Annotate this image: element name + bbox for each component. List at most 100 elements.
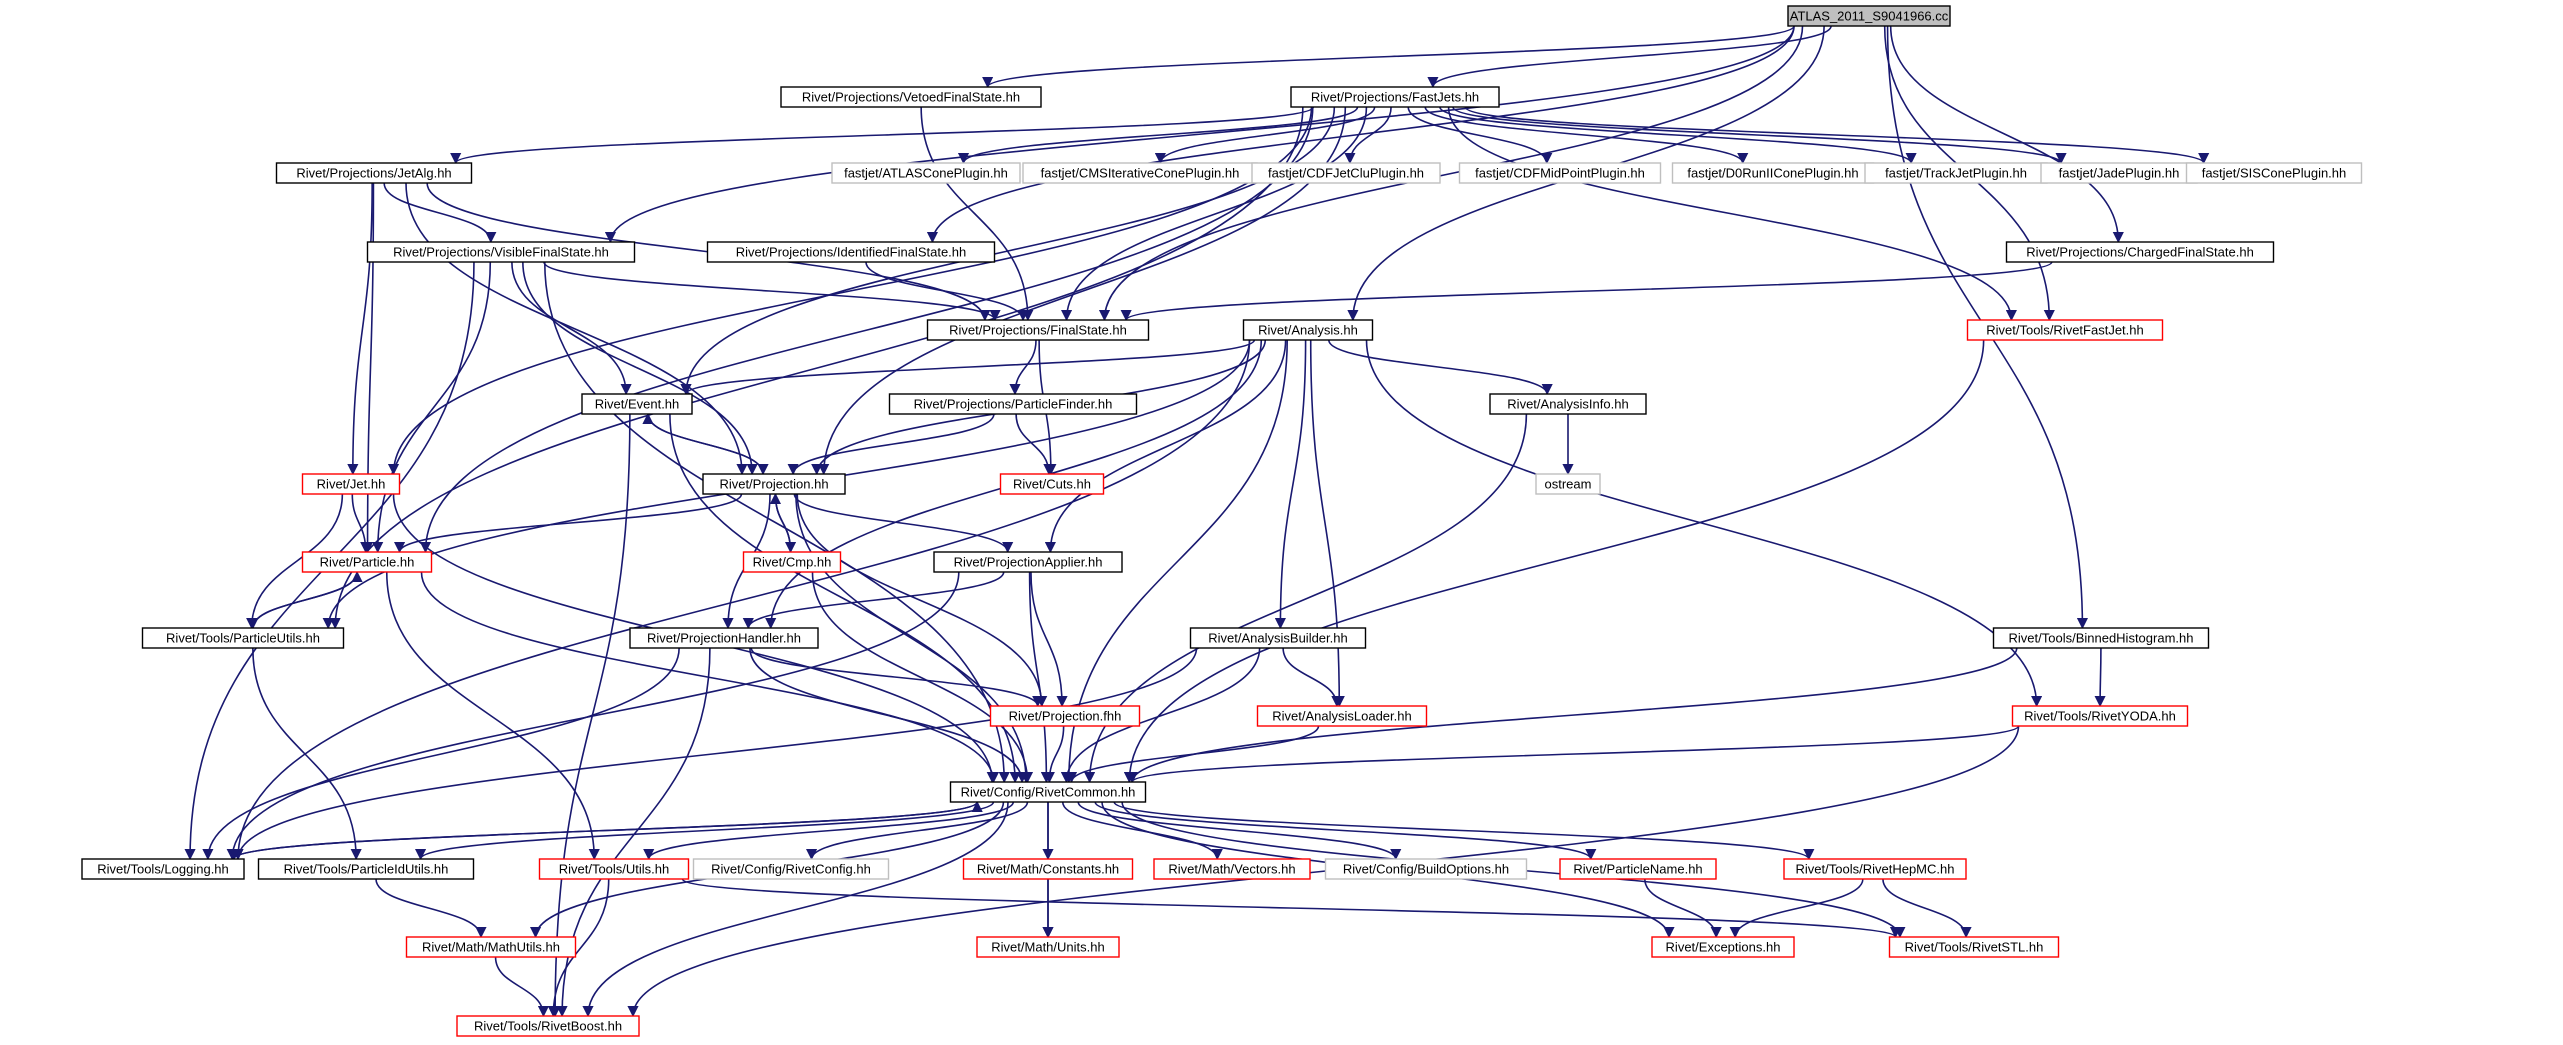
node-analysis[interactable]: Rivet/Analysis.hh — [1242, 319, 1374, 341]
node-rivetfastjet[interactable]: Rivet/Tools/RivetFastJet.hh — [1966, 319, 2164, 341]
node-jetalg[interactable]: Rivet/Projections/JetAlg.hh — [275, 162, 473, 184]
node-box — [2011, 705, 2189, 727]
node-fj_cms[interactable]: fastjet/CMSIterativeConePlugin.hh — [1022, 162, 1258, 184]
node-mathutils[interactable]: Rivet/Math/MathUtils.hh — [405, 936, 577, 958]
node-charged[interactable]: Rivet/Projections/ChargedFinalState.hh — [2005, 241, 2275, 263]
node-particle[interactable]: Rivet/Particle.hh — [301, 551, 433, 573]
edge-projfhh-to-rivetcommon — [1043, 725, 1065, 784]
node-label: Rivet/Particle.hh — [320, 555, 415, 570]
edge-analysisbuilder-to-rivetcommon — [1060, 647, 1261, 784]
edge-analysis-to-logging — [232, 339, 1251, 861]
node-fj_jade[interactable]: fastjet/JadePlugin.hh — [2040, 162, 2198, 184]
edge-fastjets-to-fj_track — [1439, 106, 1917, 165]
edge-fastjets-to-fj_cdfjet — [1344, 106, 1392, 165]
node-label: Rivet/Tools/BinnedHistogram.hh — [2009, 631, 2194, 646]
node-buildoptions[interactable]: Rivet/Config/BuildOptions.hh — [1324, 858, 1528, 880]
edge-analysis-to-projapplier — [1044, 339, 1287, 554]
node-label: Rivet/Cmp.hh — [753, 555, 832, 570]
node-label: fastjet/SISConePlugin.hh — [2202, 166, 2347, 181]
node-fj_atlas[interactable]: fastjet/ATLASConePlugin.hh — [831, 162, 1021, 184]
node-particlefinder[interactable]: Rivet/Projections/ParticleFinder.hh — [888, 393, 1138, 415]
node-rivetconfig[interactable]: Rivet/Config/RivetConfig.hh — [692, 858, 890, 880]
node-particleutils[interactable]: Rivet/Tools/ParticleUtils.hh — [141, 627, 345, 649]
node-rivethepmc[interactable]: Rivet/Tools/RivetHepMC.hh — [1783, 858, 1967, 880]
node-vectors[interactable]: Rivet/Math/Vectors.hh — [1153, 858, 1311, 880]
edge-particleutils-to-particle — [252, 570, 363, 629]
node-box — [888, 393, 1138, 415]
edge-atlas-to-vetoed — [982, 25, 1795, 89]
node-label: Rivet/Tools/RivetSTL.hh — [1905, 940, 2044, 955]
node-analysisinfo[interactable]: Rivet/AnalysisInfo.hh — [1489, 393, 1647, 415]
edge-analysisbuilder-to-logging — [232, 647, 1198, 861]
edge-rivetcommon-to-rivetboost — [582, 801, 1009, 1018]
node-rivetboost[interactable]: Rivet/Tools/RivetBoost.hh — [456, 1015, 640, 1037]
edge-visible-to-rivetcommon — [543, 261, 1010, 784]
node-particleidutils[interactable]: Rivet/Tools/ParticleIdUtils.hh — [257, 858, 475, 880]
edge-utils-to-rivetboost — [547, 878, 610, 1018]
edge-jetalg-to-jet — [347, 182, 373, 476]
node-atlas[interactable]: ATLAS_2011_S9041966.cc — [1787, 5, 1951, 27]
node-projection[interactable]: Rivet/Projection.hh — [702, 473, 846, 495]
edge-particlefinder-to-projection — [787, 413, 995, 476]
node-jet[interactable]: Rivet/Jet.hh — [301, 473, 401, 495]
node-logging[interactable]: Rivet/Tools/Logging.hh — [81, 858, 245, 880]
node-analysisbuilder[interactable]: Rivet/AnalysisBuilder.hh — [1189, 627, 1367, 649]
node-binnedhisto[interactable]: Rivet/Tools/BinnedHistogram.hh — [1992, 627, 2210, 649]
edge-charged-to-finalstate — [1120, 261, 2053, 322]
node-box — [456, 1015, 640, 1037]
node-label: Rivet/Math/Constants.hh — [977, 862, 1119, 877]
edge-analysis-to-analysisloader — [1309, 339, 1345, 708]
node-exceptions[interactable]: Rivet/Exceptions.hh — [1651, 936, 1795, 958]
node-analysisloader[interactable]: Rivet/AnalysisLoader.hh — [1256, 705, 1428, 727]
node-rivetstl[interactable]: Rivet/Tools/RivetSTL.hh — [1888, 936, 2060, 958]
edge-rivetcommon-to-particlename — [1094, 801, 1597, 861]
node-fj_cdfjet[interactable]: fastjet/CDFJetCluPlugin.hh — [1251, 162, 1441, 184]
node-box — [1324, 858, 1528, 880]
node-box — [706, 241, 996, 263]
node-label: Rivet/ParticleName.hh — [1573, 862, 1702, 877]
node-identified[interactable]: Rivet/Projections/IdentifiedFinalState.h… — [706, 241, 996, 263]
node-rivetyoda[interactable]: Rivet/Tools/RivetYODA.hh — [2011, 705, 2189, 727]
node-box — [301, 473, 401, 495]
node-constants[interactable]: Rivet/Math/Constants.hh — [962, 858, 1134, 880]
node-label: fastjet/ATLASConePlugin.hh — [844, 166, 1008, 181]
node-fj_sis[interactable]: fastjet/SISConePlugin.hh — [2185, 162, 2363, 184]
node-label: fastjet/CDFMidPointPlugin.hh — [1475, 166, 1645, 181]
edge-fastjets-to-rivetfastjet — [1447, 106, 2017, 322]
edge-analysis-to-rivetyoda — [1365, 339, 2043, 708]
edge-fastjets-to-event — [680, 106, 1336, 396]
node-vetoed[interactable]: Rivet/Projections/VetoedFinalState.hh — [780, 86, 1042, 108]
edge-rivetcommon-to-particleidutils — [415, 801, 995, 861]
edge-fastjets-to-fj_cdfmid — [1407, 106, 1553, 165]
node-projhandler[interactable]: Rivet/ProjectionHandler.hh — [629, 627, 819, 649]
node-fastjets[interactable]: Rivet/Projections/FastJets.hh — [1290, 86, 1500, 108]
node-finalstate[interactable]: Rivet/Projections/FinalState.hh — [926, 319, 1150, 341]
node-visible[interactable]: Rivet/Projections/VisibleFinalState.hh — [366, 241, 636, 263]
edge-projhandler-to-projfhh — [750, 647, 1044, 708]
node-label: Rivet/Config/BuildOptions.hh — [1343, 862, 1509, 877]
node-projfhh[interactable]: Rivet/Projection.fhh — [989, 705, 1141, 727]
edge-fastjets-to-particle — [419, 106, 1314, 554]
node-units[interactable]: Rivet/Math/Units.hh — [976, 936, 1120, 958]
node-fj_cdfmid[interactable]: fastjet/CDFMidPointPlugin.hh — [1458, 162, 1662, 184]
node-utils[interactable]: Rivet/Tools/Utils.hh — [538, 858, 690, 880]
node-projapplier[interactable]: Rivet/ProjectionApplier.hh — [933, 551, 1123, 573]
node-fj_d0[interactable]: fastjet/D0RunIIConePlugin.hh — [1671, 162, 1875, 184]
edge-particleidutils-to-mathutils — [375, 878, 487, 939]
node-ostream[interactable]: ostream — [1535, 473, 1601, 495]
node-label: fastjet/TrackJetPlugin.hh — [1885, 166, 2027, 181]
node-label: Rivet/Tools/ParticleUtils.hh — [166, 631, 320, 646]
edge-identified-to-finalstate — [865, 261, 1029, 322]
node-event[interactable]: Rivet/Event.hh — [581, 393, 693, 415]
node-box — [1966, 319, 2164, 341]
node-fj_track[interactable]: fastjet/TrackJetPlugin.hh — [1864, 162, 2048, 184]
node-particlename[interactable]: Rivet/ParticleName.hh — [1559, 858, 1717, 880]
edge-atlas-to-charged — [1889, 25, 2124, 244]
edge-logging-to-rivetcommon — [233, 800, 983, 860]
node-cmp[interactable]: Rivet/Cmp.hh — [742, 551, 842, 573]
node-label: Rivet/Jet.hh — [317, 477, 386, 492]
node-cuts[interactable]: Rivet/Cuts.hh — [999, 473, 1105, 495]
edge-cmp-to-projection — [769, 492, 792, 553]
node-rivetcommon[interactable]: Rivet/Config/RivetCommon.hh — [949, 781, 1147, 803]
edge-jetalg-to-projection — [405, 182, 748, 476]
